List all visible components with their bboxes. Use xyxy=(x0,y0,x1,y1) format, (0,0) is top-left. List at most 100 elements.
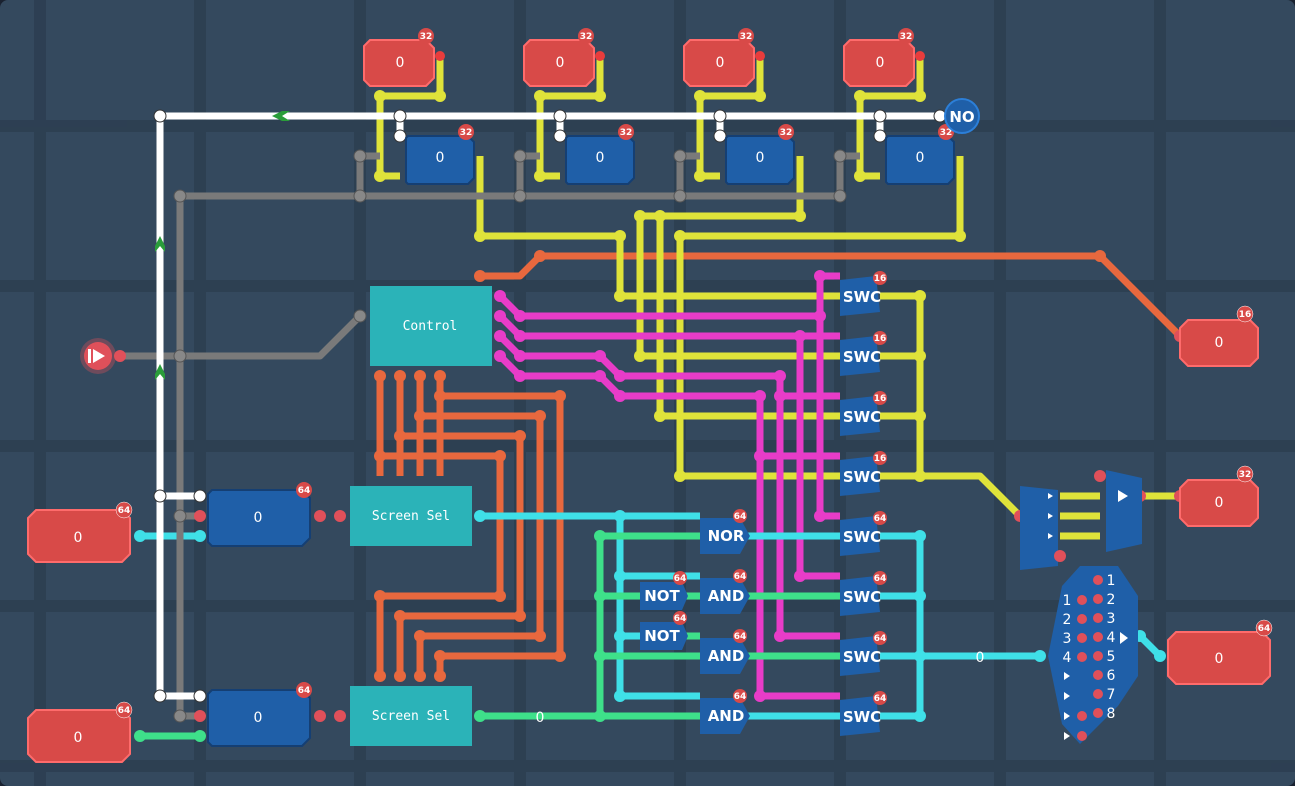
and-gate-3[interactable]: AND 64 xyxy=(700,629,750,674)
yellow-wires xyxy=(376,56,1180,540)
switch-16-3[interactable]: SWC 16 xyxy=(840,391,887,436)
register-32-2[interactable]: 032 xyxy=(565,124,635,185)
register-32-value-2: 0 xyxy=(596,150,605,166)
left-input-1[interactable]: 0 64 xyxy=(27,501,133,563)
switch-64-3-badge: 64 xyxy=(874,634,887,644)
left-input-value-2: 0 xyxy=(74,730,83,746)
top-output-2[interactable]: 0 32 xyxy=(523,28,605,87)
wire-junctions xyxy=(114,90,1186,742)
top-output-value-4: 0 xyxy=(876,55,885,71)
register-64-1[interactable]: 0 64 xyxy=(207,482,312,547)
right-output-badge-32: 32 xyxy=(1239,470,1252,480)
splitter-output-label-5: 5 xyxy=(1107,649,1116,665)
and-gate-badge-3: 64 xyxy=(734,632,747,642)
not-gate-badge-2: 64 xyxy=(674,614,687,624)
screen-sel-block-2[interactable]: Screen Sel xyxy=(350,686,472,746)
switch-64-2-badge: 64 xyxy=(874,574,887,584)
not-gate-label-1: NOT xyxy=(644,587,680,605)
screen-sel-label-1: Screen Sel xyxy=(372,509,450,524)
and-gate-4[interactable]: AND 64 xyxy=(700,689,750,734)
right-output-badge-16: 16 xyxy=(1239,310,1252,320)
register-32-value-1: 0 xyxy=(436,150,445,166)
register-32-badge-3: 32 xyxy=(780,128,793,138)
flow-arrows xyxy=(155,111,290,380)
register-64-value-2: 0 xyxy=(254,710,263,726)
splitter-input-label-1: 1 xyxy=(1063,593,1072,609)
register-64-badge-2: 64 xyxy=(298,686,311,696)
and-gate-label-3: AND xyxy=(708,647,745,665)
splitter-input-label-2: 2 xyxy=(1063,612,1072,628)
and-gate-badge-2: 64 xyxy=(734,572,747,582)
switch-16-3-badge: 16 xyxy=(874,394,887,404)
play-step-icon[interactable] xyxy=(80,338,116,374)
switch-16-3-label: SWC xyxy=(843,408,881,426)
right-output-32[interactable]: 0 32 xyxy=(1179,465,1259,527)
register-32-badge-1: 32 xyxy=(460,128,473,138)
top-output-badge-3: 32 xyxy=(740,32,753,42)
register-64-value-1: 0 xyxy=(254,510,263,526)
control-label: Control xyxy=(403,319,458,334)
not-gate-2[interactable]: NOT 64 xyxy=(640,611,688,650)
screen-sel-label-2: Screen Sel xyxy=(372,709,450,724)
top-output-4[interactable]: 032 xyxy=(843,28,925,87)
left-input-badge-2: 64 xyxy=(118,706,131,716)
left-input-badge-1: 64 xyxy=(118,506,131,516)
splitter-output-label-3: 3 xyxy=(1107,611,1116,627)
switch-64-3[interactable]: SWC 64 xyxy=(840,631,887,676)
right-output-badge-64: 64 xyxy=(1258,624,1271,634)
splitter-input-label-4: 4 xyxy=(1063,650,1072,666)
no-node[interactable]: NO xyxy=(944,98,980,134)
register-32-value-3: 0 xyxy=(756,150,765,166)
top-output-badge-1: 32 xyxy=(420,32,433,42)
splitter-output-label-2: 2 xyxy=(1107,592,1116,608)
register-32-1[interactable]: 0 32 xyxy=(405,124,475,185)
right-output-value-64: 0 xyxy=(1215,651,1224,667)
register-32-badge-4: 32 xyxy=(940,128,953,138)
left-input-2[interactable]: 0 64 xyxy=(27,701,133,763)
switch-16-4[interactable]: SWC 16 xyxy=(840,451,887,496)
nor-gate-badge-1: 64 xyxy=(734,512,747,522)
and-gate-label-4: AND xyxy=(708,707,745,725)
switch-16-4-badge: 16 xyxy=(874,454,887,464)
and-gate-badge-4: 64 xyxy=(734,692,747,702)
switch-64-4-badge: 64 xyxy=(874,694,887,704)
and-gate-2[interactable]: AND 64 xyxy=(700,569,750,614)
nor-gate-label-1: NOR xyxy=(708,527,745,545)
control-block[interactable]: Control xyxy=(370,286,492,366)
screen-sel-block-1[interactable]: Screen Sel xyxy=(350,486,472,546)
wire-value-label-green: 0 xyxy=(536,710,545,726)
right-output-64[interactable]: 0 64 xyxy=(1167,619,1273,685)
switch-16-1-label: SWC xyxy=(843,288,881,306)
right-output-value-16: 0 xyxy=(1215,335,1224,351)
top-output-3[interactable]: 032 xyxy=(683,28,765,87)
register-32-3[interactable]: 0 32 xyxy=(725,124,795,185)
switch-64-3-label: SWC xyxy=(843,648,881,666)
switch-16-4-label: SWC xyxy=(843,468,881,486)
right-output-16[interactable]: 0 16 xyxy=(1179,305,1259,367)
splitter-output-label-7: 7 xyxy=(1107,687,1116,703)
splitter-input-label-3: 3 xyxy=(1063,631,1072,647)
not-gate-label-2: NOT xyxy=(644,627,680,645)
wire-value-label-cyan: 0 xyxy=(976,650,985,666)
register-64-2[interactable]: 0 64 xyxy=(207,682,312,747)
and-gate-label-2: AND xyxy=(708,587,745,605)
switch-64-1-badge: 64 xyxy=(874,514,887,524)
top-output-badge-2: 32 xyxy=(580,32,593,42)
top-output-value-2: 0 xyxy=(556,55,565,71)
switch-64-4-label: SWC xyxy=(843,708,881,726)
bus-mux-32[interactable] xyxy=(1020,470,1142,570)
register-32-4[interactable]: 032 xyxy=(885,124,955,185)
right-output-value-32: 0 xyxy=(1215,495,1224,511)
nor-gate-1[interactable]: NOR 64 xyxy=(700,509,750,554)
switch-64-4[interactable]: SWC 64 xyxy=(840,691,887,736)
top-output-1[interactable]: 032 xyxy=(363,28,445,87)
switch-16-2-badge: 16 xyxy=(874,334,887,344)
